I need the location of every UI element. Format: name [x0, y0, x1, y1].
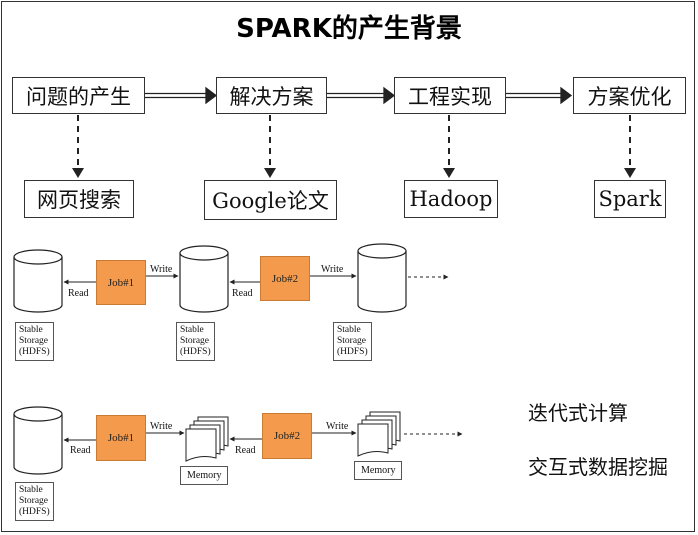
note-iterative-computing: 迭代式计算 — [528, 401, 628, 425]
stage-optimization: 方案优化 — [573, 77, 686, 114]
hadoop-read-label-2: Read — [232, 288, 253, 299]
spark-read-label-1: Read — [70, 445, 91, 456]
hdfs-cylinder-2 — [179, 245, 229, 313]
spark-write-label-2: Write — [326, 421, 349, 432]
note-interactive-mining: 交互式数据挖掘 — [528, 455, 668, 479]
hdfs-cylinder-3 — [357, 243, 407, 313]
spark-read-label-2: Read — [235, 445, 256, 456]
memory-stack-2 — [357, 411, 401, 457]
result-web-search: 网页搜索 — [24, 180, 134, 218]
hadoop-job-2: Job#2 — [260, 256, 310, 301]
hdfs-cylinder-spark — [13, 406, 63, 475]
stage-problem: 问题的产生 — [12, 77, 145, 114]
hdfs-cylinder-1 — [13, 249, 63, 313]
hadoop-write-label-1: Write — [150, 264, 173, 275]
memory-label-2: Memory — [354, 461, 403, 480]
spark-write-label-1: Write — [150, 421, 173, 432]
memory-stack-1 — [185, 416, 229, 462]
stage-arrows — [145, 86, 573, 105]
slide-title: SPARK的产生背景 — [236, 14, 462, 44]
result-arrows — [77, 115, 631, 170]
result-google-papers: Google论文 — [204, 180, 337, 220]
spark-job-1: Job#1 — [96, 415, 146, 461]
hadoop-job-1: Job#1 — [96, 260, 146, 305]
hadoop-write-label-2: Write — [321, 264, 344, 275]
spark-job-2: Job#2 — [262, 413, 312, 459]
hadoop-read-label-1: Read — [68, 288, 89, 299]
result-hadoop: Hadoop — [404, 180, 498, 218]
spark-arrows — [63, 430, 463, 443]
stage-solution: 解决方案 — [216, 77, 327, 114]
hadoop-arrows — [63, 273, 449, 285]
memory-label-1: Memory — [180, 466, 229, 485]
result-spark: Spark — [594, 180, 666, 218]
stage-implementation: 工程实现 — [394, 77, 506, 114]
